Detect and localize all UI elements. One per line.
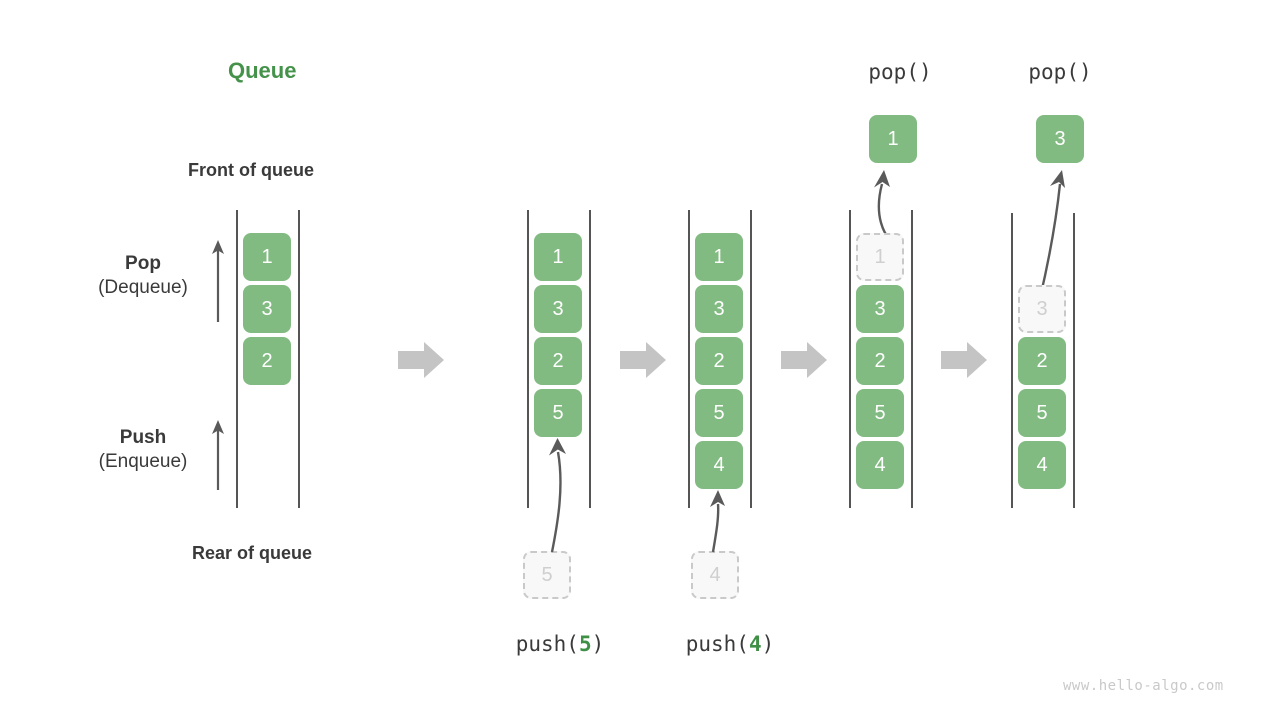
pop-label-secondary: (Dequeue) [98,276,188,298]
push-motion-arrow-icon [710,490,725,553]
push-direction-arrow-icon [212,420,224,490]
push-4-fn: push( [685,632,749,656]
pop-motion-arrow-icon [1038,170,1065,299]
page-title: Queue [228,58,297,83]
queue-cell: 3 [695,285,743,333]
push-5-close: ) [591,632,605,656]
queue-rail-right [911,210,913,508]
step-arrow-icon [941,342,987,378]
watermark: www.hello-algo.com [1063,678,1224,694]
rear-of-queue-label: Rear of queue [192,543,313,563]
popped-cell: 1 [869,115,917,163]
step-arrow-icon [398,342,444,378]
popped-cell: 3 [1036,115,1084,163]
queue-cell: 2 [695,337,743,385]
push-4-operation-label: push(4) [670,632,790,656]
incoming-ghost-cell: 5 [523,551,571,599]
queue-cell: 4 [1018,441,1066,489]
push-4-arg: 4 [748,632,762,656]
queue-cell: 2 [856,337,904,385]
queue-cell: 1 [243,233,291,281]
queue-cell: 5 [856,389,904,437]
pop-operation-label: pop() [1028,60,1092,84]
queue-cell: 3 [534,285,582,333]
push-motion-arrow-icon [549,438,566,553]
push-5-fn: push( [515,632,579,656]
queue-cell: 5 [534,389,582,437]
queue-cell: 2 [534,337,582,385]
queue-cell: 2 [243,337,291,385]
queue-rail-left [688,210,690,508]
push-5-arg: 5 [578,632,592,656]
queue-rail-right [1073,213,1075,508]
pop-dequeue-label: Pop (Dequeue) [78,252,208,300]
queue-cell: 3 [243,285,291,333]
queue-cell: 4 [695,441,743,489]
queue-cell: 4 [856,441,904,489]
queue-rail-left [1011,213,1013,508]
step-arrow-icon [620,342,666,378]
queue-rail-right [589,210,591,508]
pop-label-primary: Pop [125,253,161,274]
incoming-ghost-cell: 4 [691,551,739,599]
queue-cell: 3 [856,285,904,333]
pop-direction-arrow-icon [212,240,224,322]
queue-cell: 2 [1018,337,1066,385]
push-4-close: ) [761,632,775,656]
front-of-queue-label: Front of queue [188,160,314,180]
queue-rail-right [750,210,752,508]
queue-rail-left [527,210,529,508]
push-label-secondary: (Enqueue) [98,450,188,472]
queue-cell-ghost: 3 [1018,285,1066,333]
queue-rail-right [298,210,300,508]
queue-rail-left [849,210,851,508]
push-enqueue-label: Push (Enqueue) [78,426,208,474]
push-5-operation-label: push(5) [500,632,620,656]
queue-cell: 5 [1018,389,1066,437]
push-label-primary: Push [119,427,167,448]
queue-cell: 1 [534,233,582,281]
queue-cell-ghost: 1 [856,233,904,281]
queue-cell: 5 [695,389,743,437]
step-arrow-icon [781,342,827,378]
queue-cell: 1 [695,233,743,281]
pop-operation-label: pop() [868,60,932,84]
queue-rail-left [236,210,238,508]
